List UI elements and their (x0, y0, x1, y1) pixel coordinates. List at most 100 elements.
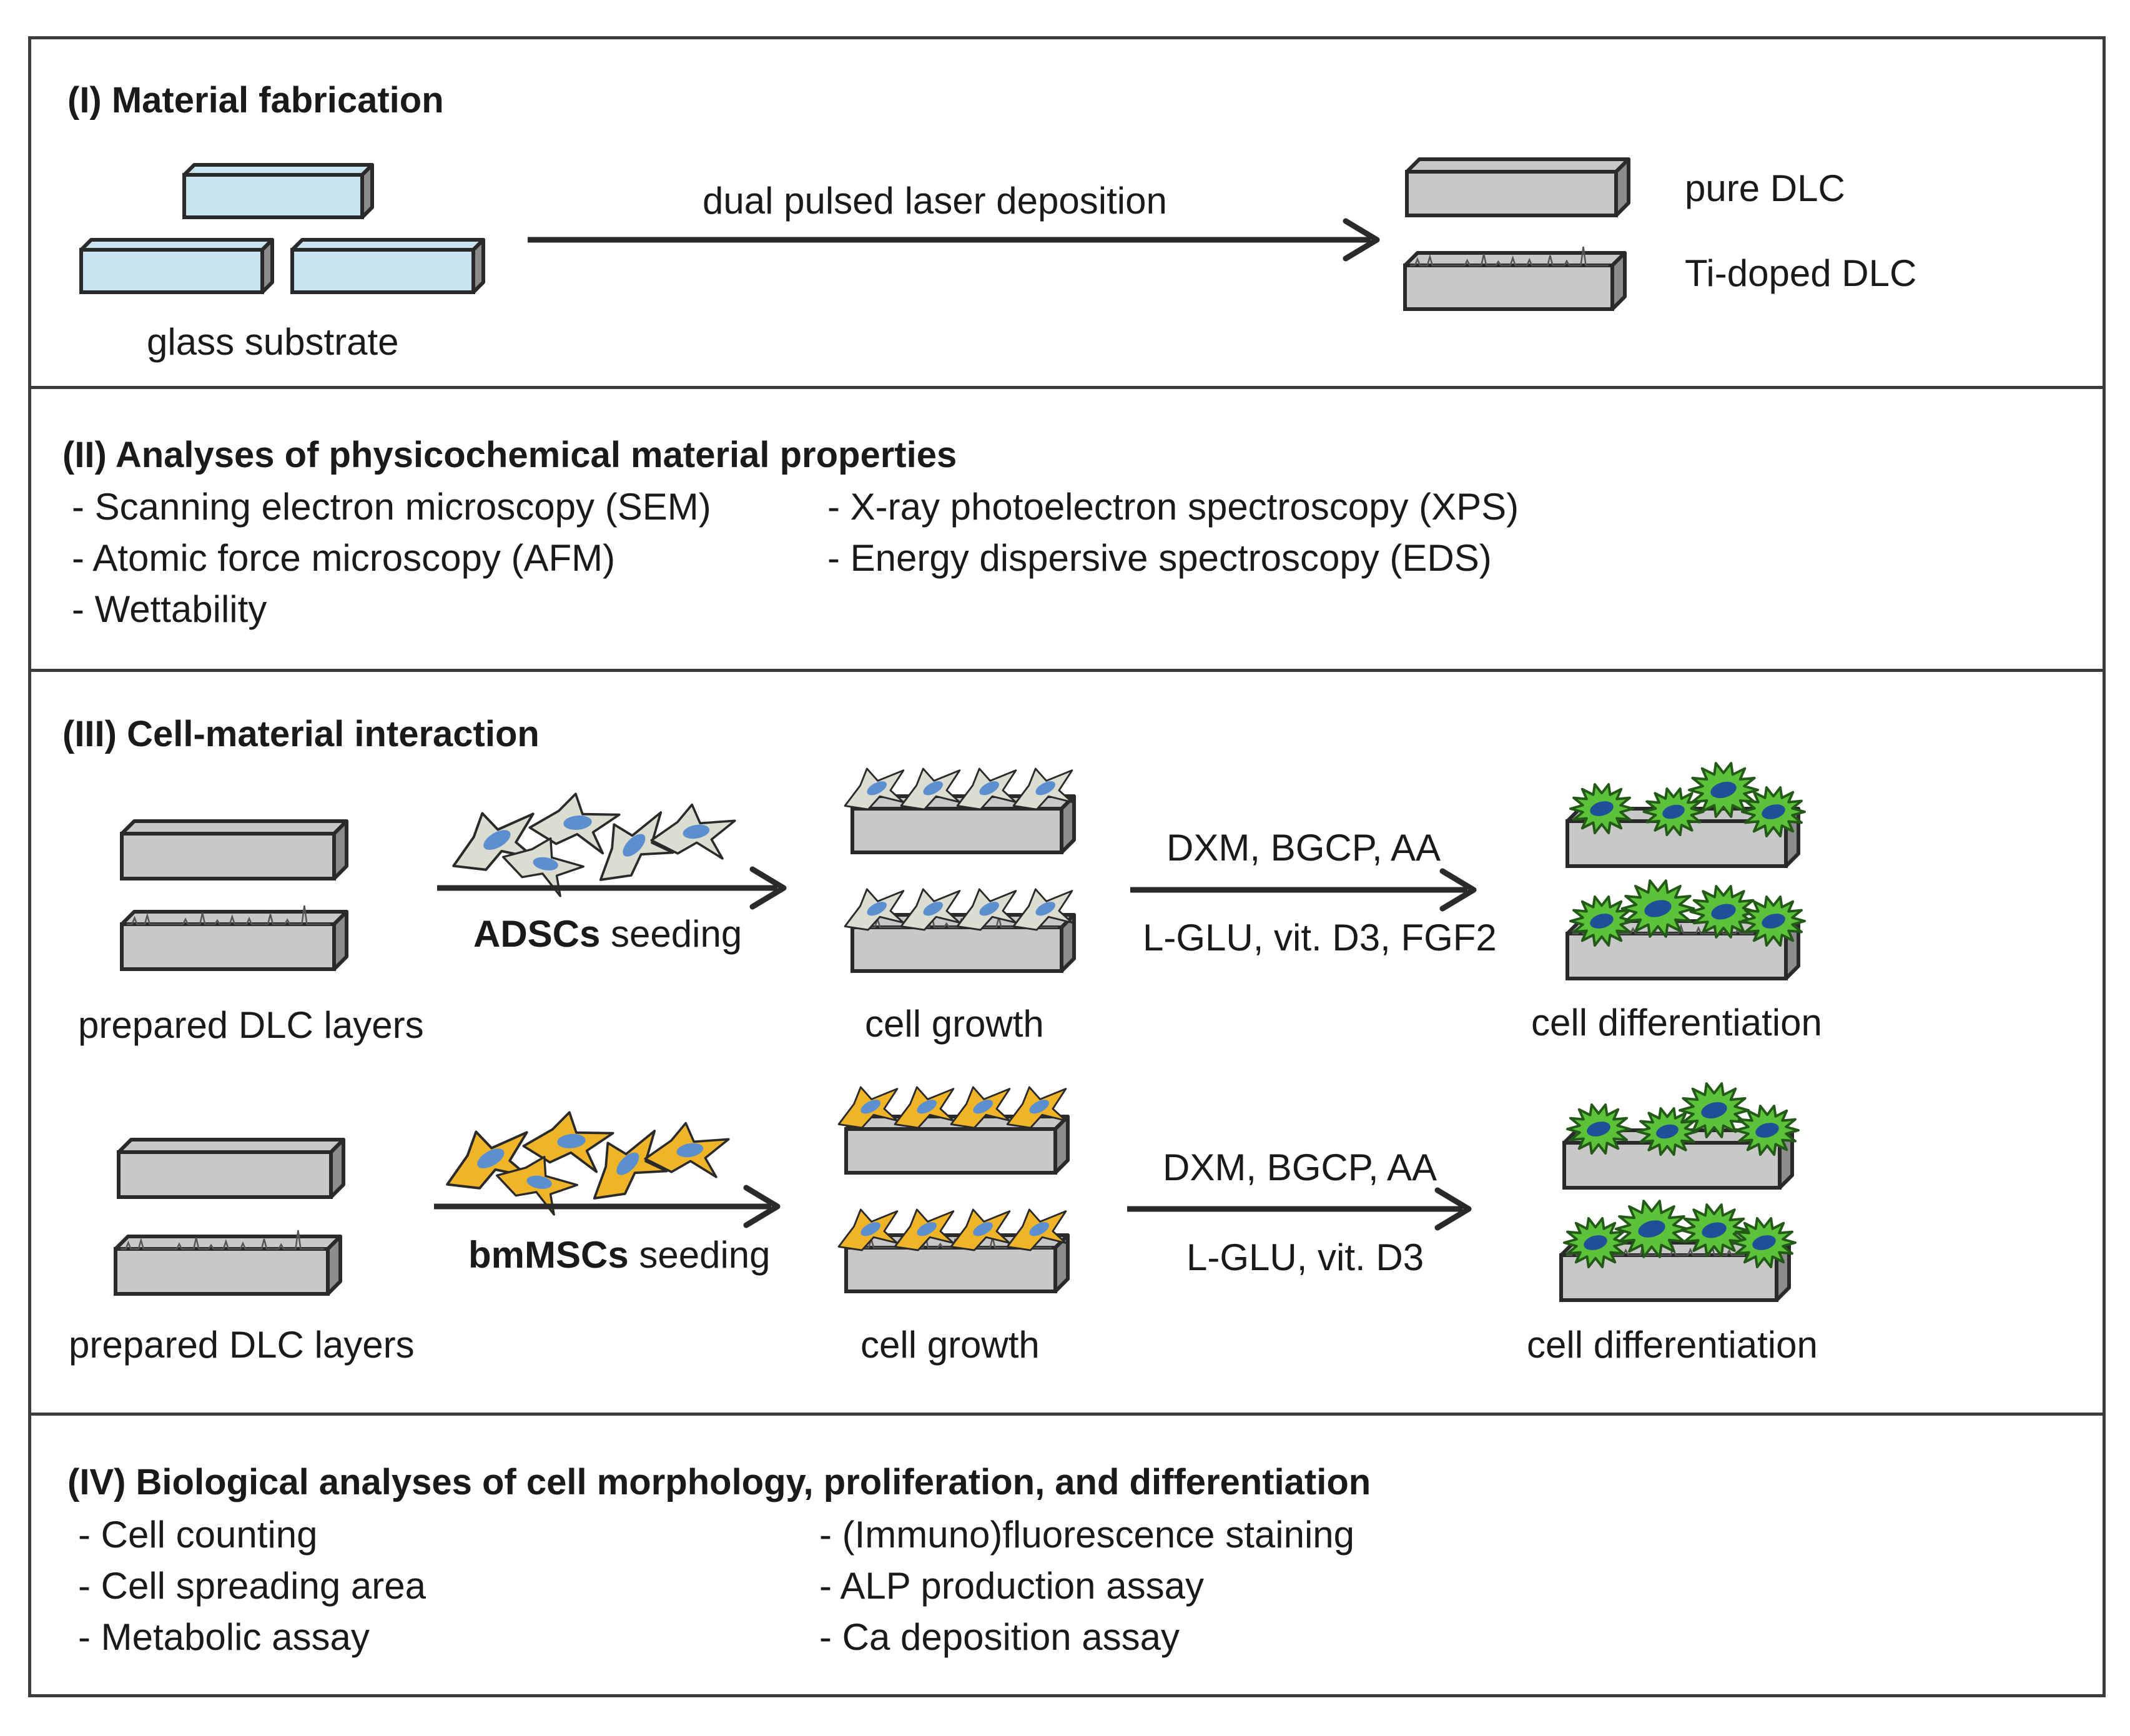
row2-diff-arrow (1127, 1187, 1472, 1231)
row2-growth-cell-a3 (950, 1086, 1011, 1129)
row1-seeding-label: ADSCs seeding (473, 915, 742, 953)
row2-cell-type: bmMSCs (468, 1234, 629, 1276)
glass-slab-right (290, 238, 485, 294)
row1-diff-cell-a1-nucleus (1590, 801, 1614, 816)
row2-seed-cell-4-nucleus (616, 1152, 639, 1175)
row1-seed-cell-4-nucleus (623, 834, 646, 857)
section-3-heading: (III) Cell-material interaction (62, 714, 540, 754)
row2-diff-cell-a1-nucleus (1587, 1122, 1610, 1137)
ti-dlc-spikes-path (1410, 246, 1609, 267)
row2-growth-cell-b1-nucleus (860, 1222, 880, 1236)
row2-diff-cell-a4 (1735, 1105, 1800, 1156)
ti-dlc-slab (1403, 251, 1627, 311)
row2-diff-cell-b2-nucleus (1638, 1220, 1665, 1238)
row1-growth-cell-b1 (844, 888, 905, 931)
row2-layer-ti-spikes-path (121, 1230, 324, 1250)
row2-growth-pure-front (844, 1127, 1057, 1175)
row1-diff-cell-b1 (1569, 895, 1634, 947)
row1-diff-cell-b4 (1741, 895, 1806, 947)
row1-diff-arrow-head (1439, 868, 1477, 912)
row1-growth-cell-a1 (844, 767, 905, 811)
deposition-arrow (528, 218, 1380, 262)
row1-cell-type: ADSCs (473, 913, 601, 955)
row1-media-top: DXM, BGCP, AA (1166, 827, 1441, 869)
deposition-arrow-head (1343, 218, 1380, 262)
row1-seeding-word: seeding (600, 913, 742, 955)
row2-growth-cell-b2-nucleus (917, 1222, 937, 1236)
bio-item-alp-assay: - ALP production assay (819, 1565, 1204, 1607)
row2-growth-cell-a4-nucleus (1029, 1100, 1049, 1114)
row1-diff-cell-b2 (1620, 879, 1695, 938)
pure-dlc-slab-front (1405, 170, 1618, 217)
row1-growth-cell-a4 (1012, 767, 1073, 811)
row1-growth-ti-front (851, 925, 1063, 973)
row1-layer-pure-front (120, 832, 336, 880)
row1-seed-cell-2-nucleus (563, 815, 592, 830)
analysis-item-wettability: - Wettability (72, 588, 267, 630)
row1-diff-cell-a2 (1642, 787, 1705, 836)
row2-growth-cell-a4 (1006, 1086, 1067, 1129)
row1-diff-cell-a3-nucleus (1710, 781, 1737, 799)
row2-layer-ti-spikes (121, 1230, 324, 1250)
row2-diff-cell-b3 (1680, 1203, 1748, 1257)
row2-diff-cell-b1-nucleus (1584, 1235, 1607, 1250)
ti-dlc-slab-front (1403, 264, 1614, 311)
pure-dlc-label: pure DLC (1685, 167, 1845, 209)
row1-seeding-arrow (437, 866, 787, 910)
deposition-arrow-label: dual pulsed laser deposition (703, 180, 1167, 222)
row2-seed-cell-1 (446, 1130, 530, 1190)
row1-layer-ti-spikes (127, 905, 330, 925)
row1-growth-cell-b3 (956, 888, 1017, 931)
row2-diff-ti-front (1559, 1253, 1778, 1302)
row1-diff-cell-a2-nucleus (1662, 804, 1685, 819)
row2-diff-pure-front (1562, 1141, 1782, 1190)
glass-slab-top-front (182, 173, 364, 219)
analysis-item-sem: - Scanning electron microscopy (SEM) (72, 486, 711, 528)
row1-seed-cell-2 (528, 792, 621, 855)
row1-growth-cell-b3-nucleus (979, 902, 999, 916)
row1-layer-ti-front (120, 922, 336, 971)
section-divider-2 (28, 669, 2106, 672)
row1-diff-cell-b1-nucleus (1590, 914, 1614, 929)
row1-seed-cell-1-nucleus (483, 830, 511, 850)
row2-diff-cell-b1 (1563, 1217, 1628, 1268)
diagram-frame (28, 36, 2106, 1697)
row2-seed-cell-2-nucleus (557, 1133, 586, 1148)
row1-layer-pure (120, 819, 348, 880)
row1-diff-label: cell differentiation (1531, 1002, 1822, 1043)
row1-seed-cell-5 (650, 803, 736, 860)
row1-diff-cell-b3 (1689, 885, 1758, 939)
glass-substrate-label: glass substrate (147, 321, 399, 363)
row1-seed-cell-4 (599, 811, 674, 881)
analysis-item-xps: - X-ray photoelectron spectroscopy (XPS) (827, 486, 1519, 528)
glass-slab-top (182, 163, 374, 219)
row1-diff-cell-a4-nucleus (1762, 804, 1785, 819)
row2-layer-ti (114, 1235, 342, 1296)
row1-layer-ti-spikes-path (127, 905, 330, 925)
row2-seed-cell-4 (593, 1130, 668, 1200)
row2-diff-cell-a3 (1679, 1082, 1750, 1138)
row2-diff-cell-a1 (1566, 1103, 1631, 1155)
row1-media-bottom: L-GLU, vit. D3, FGF2 (1143, 917, 1497, 959)
row2-layer-ti-front (114, 1247, 330, 1296)
row1-diff-cell-a4 (1741, 786, 1806, 837)
row2-diff-cell-b4 (1732, 1217, 1797, 1268)
row2-seed-cell-1-nucleus (477, 1148, 505, 1168)
row1-seed-cell-5-nucleus (683, 824, 710, 839)
glass-slab-left (79, 238, 274, 294)
row1-diff-cell-b4-nucleus (1762, 914, 1785, 929)
row1-growth-cell-b4 (1012, 888, 1073, 931)
row2-diff-cell-b2 (1614, 1200, 1689, 1258)
bio-item-spreading-area: - Cell spreading area (78, 1565, 426, 1607)
row2-seed-cell-3 (496, 1155, 578, 1216)
row1-growth-cell-a1-nucleus (867, 781, 887, 796)
row2-media-top: DXM, BGCP, AA (1163, 1147, 1437, 1188)
row2-growth-ti-front (844, 1246, 1057, 1293)
row1-diff-cell-a1 (1569, 783, 1634, 834)
pure-dlc-slab (1405, 157, 1630, 217)
row2-layers-label: prepared DLC layers (69, 1324, 415, 1366)
row1-growth-cell-a4-nucleus (1035, 781, 1055, 796)
row2-diff-cell-a3-nucleus (1701, 1102, 1727, 1119)
row2-growth-cell-b4 (1006, 1208, 1067, 1251)
